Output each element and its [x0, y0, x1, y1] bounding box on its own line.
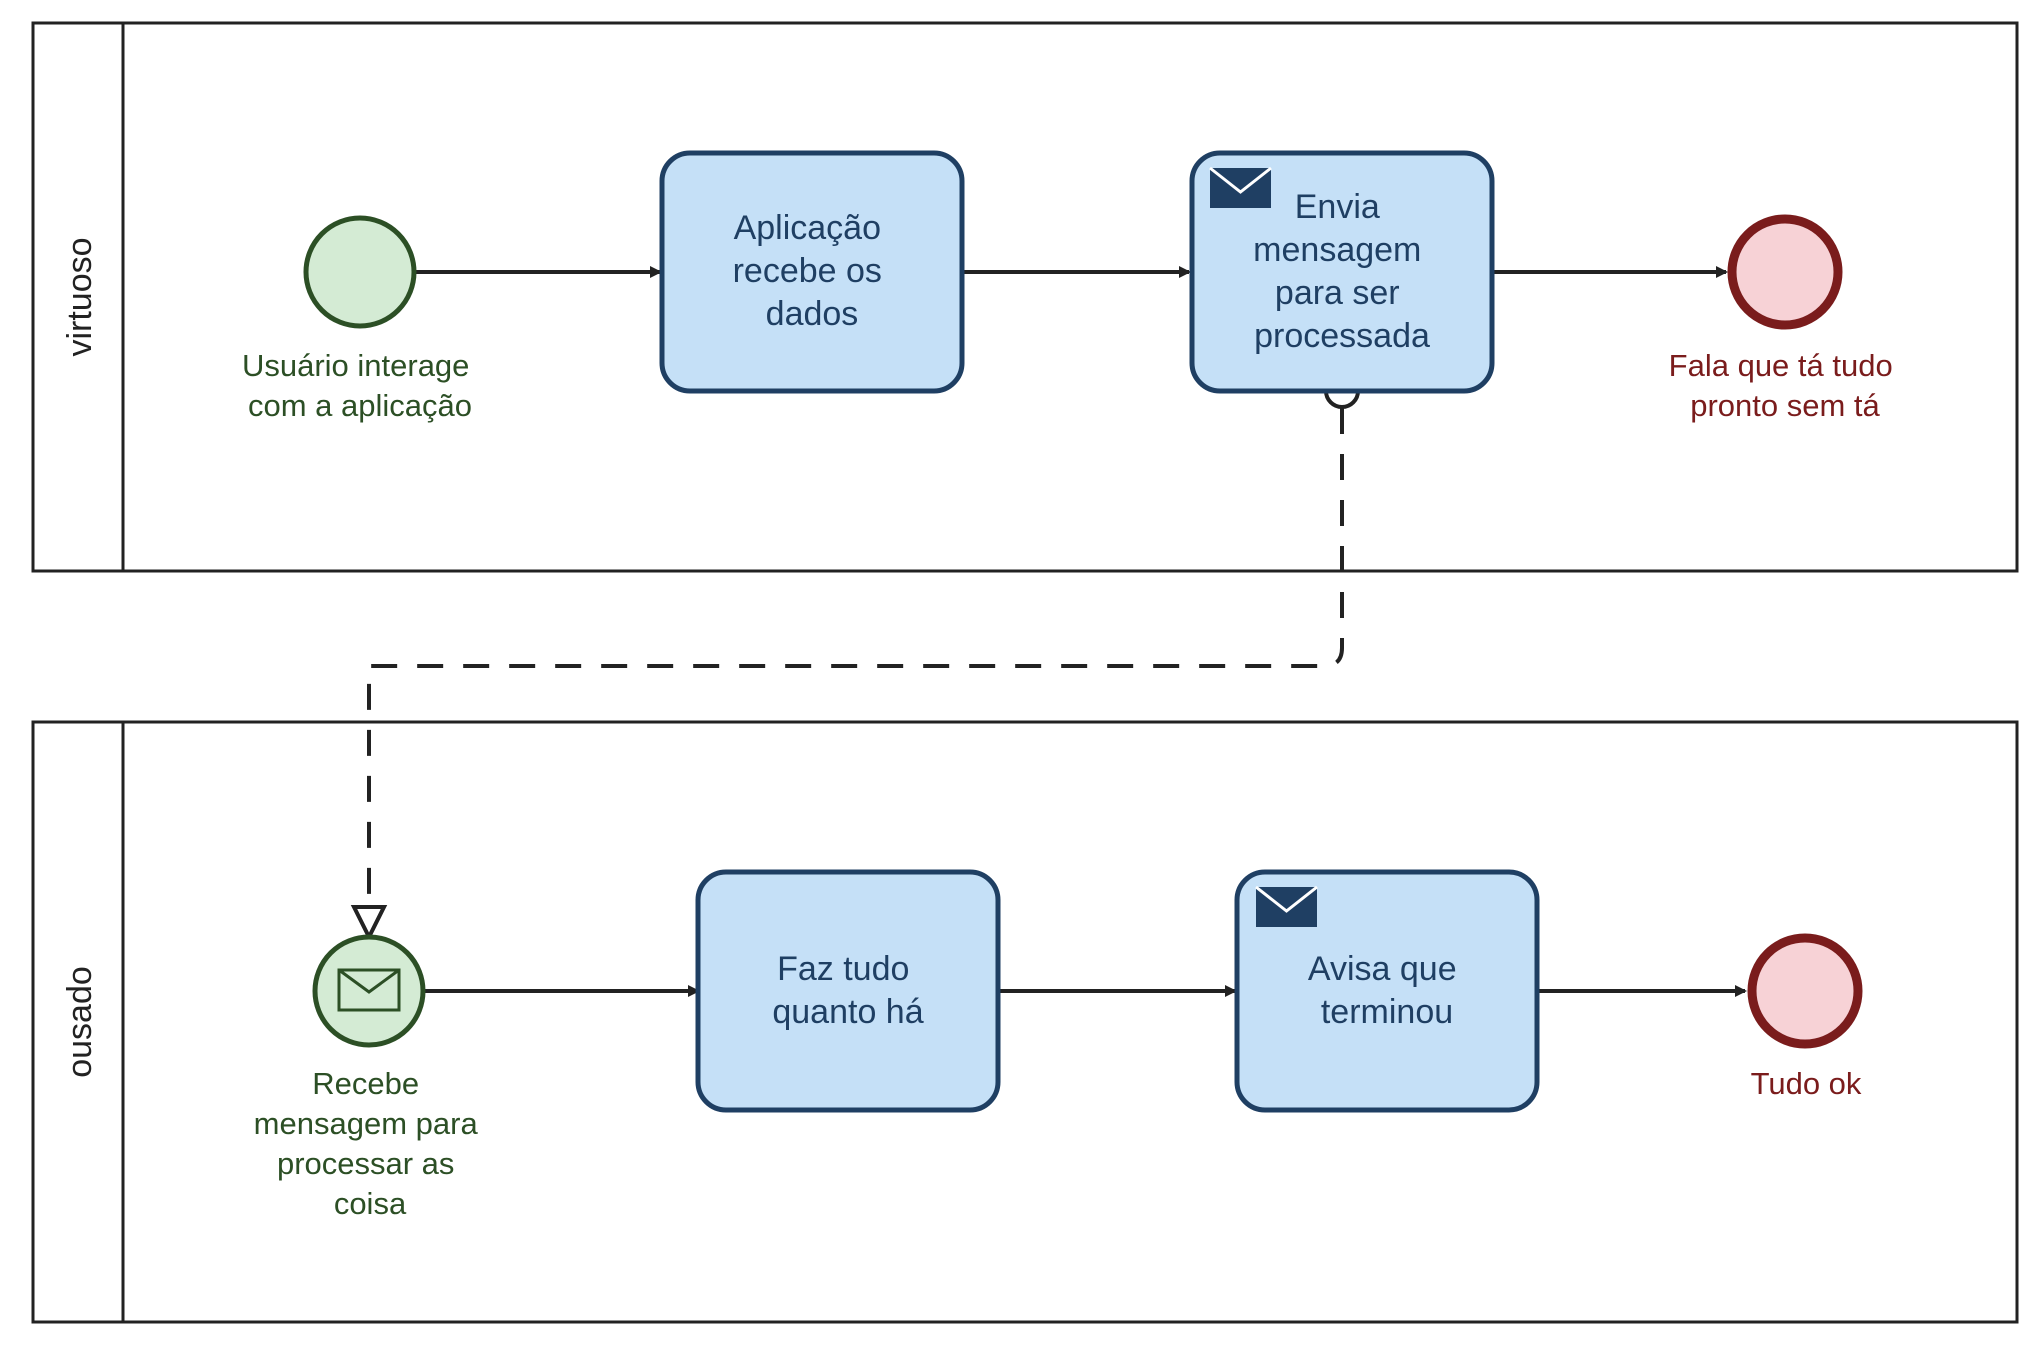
start-event-label: Recebe mensagem para processar as coisa: [254, 1066, 487, 1221]
end-event-ousado: Tudo ok: [1747, 933, 1863, 1101]
task-avisa-terminou: Avisa que terminou: [1234, 869, 1540, 1113]
start-event-virtuoso: Usuário interage com a aplicação: [242, 215, 478, 423]
pool-label-ousado: ousado: [61, 966, 99, 1078]
envelope-icon: [1255, 885, 1318, 927]
task-label: Faz tudo quanto há: [772, 950, 923, 1031]
envelope-icon: [337, 968, 401, 1012]
start-event-label: Usuário interage com a aplicação: [242, 348, 478, 423]
task-envia-mensagem: Envia mensagem para ser processada: [1189, 150, 1495, 394]
envelope-icon: [1209, 166, 1272, 208]
start-event-ousado: Recebe mensagem para processar as coisa: [254, 934, 487, 1221]
task-label: Envia mensagem para ser processada: [1253, 188, 1431, 355]
message-flow-arrowhead: [350, 905, 388, 942]
task-label: Avisa que terminou: [1308, 950, 1466, 1031]
task-label: Aplicação recebe os dados: [733, 209, 892, 333]
end-event-label: Tudo ok: [1751, 1066, 1862, 1101]
pool-label-virtuoso: virtuoso: [61, 237, 99, 356]
task-faz-tudo: Faz tudo quanto há: [695, 869, 1001, 1113]
end-event-label: Fala que tá tudo pronto sem tá: [1669, 348, 1902, 423]
task-aplicacao-recebe: Aplicação recebe os dados: [659, 150, 965, 394]
end-event-virtuoso: Fala que tá tudo pronto sem tá: [1669, 214, 1902, 423]
